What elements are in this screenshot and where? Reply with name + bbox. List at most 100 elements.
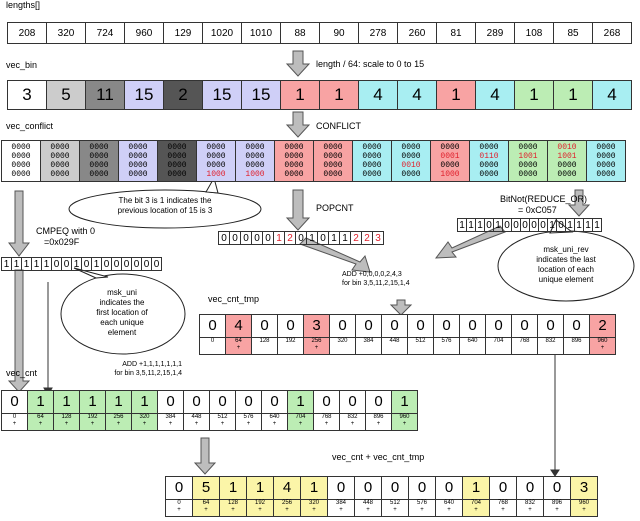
bin-cell: 3: [7, 80, 47, 110]
conflict-bits: 0000: [479, 143, 499, 152]
cnt-value: 1: [114, 393, 123, 410]
cnt-value: 0: [322, 393, 331, 410]
bin-cell: 4: [358, 80, 398, 110]
down-arrow-icon: [389, 299, 413, 316]
length-cell: 268: [592, 22, 632, 44]
conflict-bits: 0000: [323, 152, 343, 161]
conflict-bits: 0000: [50, 143, 70, 152]
down-arrow-icon: [193, 437, 217, 475]
sum-offset: 704 +: [463, 499, 489, 516]
conflict-bits: 0000: [167, 152, 187, 161]
down-arrow-icon: [285, 111, 311, 138]
bin-cell: 4: [397, 80, 437, 110]
conflict-bits: 1000: [440, 170, 460, 179]
msk-uni-text: msk_uni indicates the first location of …: [72, 288, 172, 338]
sum-value: 0: [336, 479, 346, 496]
lengths-label: lengths[]: [6, 0, 41, 10]
sum-label: vec_cnt + vec_cnt_tmp: [332, 452, 425, 462]
conflict-bits: 0000: [206, 161, 226, 170]
conflict-bits: 0000: [284, 152, 304, 161]
conflict-bits: 0000: [284, 170, 304, 179]
conflict-bits: 0000: [167, 170, 187, 179]
conflict-bits: 0000: [128, 152, 148, 161]
bin-cell: 1: [319, 80, 359, 110]
sum-offset: 768 +: [490, 499, 516, 516]
bin-cell: 4: [475, 80, 515, 110]
cnt-value: 1: [400, 393, 409, 410]
cnt-tmp-value: 0: [416, 317, 425, 334]
cnt-tmp-offset: 512: [408, 337, 433, 354]
vec-cnt-tmp-label: vec_cnt_tmp: [208, 294, 260, 304]
sum-offset: 448 +: [355, 499, 381, 516]
bubble-line: unique element: [538, 275, 594, 284]
cnt-tmp-offset: 832: [538, 337, 563, 354]
sum-value: 3: [579, 479, 589, 496]
conflict-bits: 0000: [89, 143, 109, 152]
sum-offset: 0 +: [166, 499, 192, 516]
cnt-value: 0: [270, 393, 279, 410]
length-cell: 260: [397, 22, 437, 44]
cnt-tmp-offset: 64 +: [226, 337, 251, 354]
cnt-value: 0: [166, 393, 175, 410]
sum-value: 0: [498, 479, 508, 496]
diagonal-arrow-icon: [299, 237, 371, 273]
cnt-tmp-offset: 896: [564, 337, 589, 354]
vec-bin-label: vec_bin: [6, 60, 38, 70]
caption-line: ADD +0,0,0,0,2,4,3: [342, 271, 402, 278]
sum-offset: 256 +: [274, 499, 300, 516]
cnt-offset: 896 +: [366, 413, 391, 430]
conflict-bits: 0000: [362, 161, 382, 170]
sum-value: 1: [228, 479, 238, 496]
cnt-value: 0: [218, 393, 227, 410]
arrow-head-icon: [550, 469, 560, 477]
bin-cell: 15: [241, 80, 281, 110]
conflict-bits: 0000: [401, 143, 421, 152]
cnt-value: 1: [62, 393, 71, 410]
cmpeq-bit: 0: [151, 257, 162, 271]
conflict-bits: 0000: [596, 152, 616, 161]
cnt-tmp-value: 3: [312, 317, 321, 334]
cnt-tmp-offset: 768: [512, 337, 537, 354]
conflict-bits: 0000: [518, 161, 538, 170]
conflict-bits: 0110: [479, 152, 499, 161]
cnt-tmp-value: 0: [390, 317, 399, 334]
bubble-line: first location of: [96, 308, 148, 317]
bubble-line: msk_uni: [107, 288, 137, 297]
cnt-tmp-offset: 704: [486, 337, 511, 354]
sum-offset: 192 +: [247, 499, 273, 516]
cnt-offset: 960 +: [392, 413, 417, 430]
conflict-bits: 0000: [11, 161, 31, 170]
cnt-value: 0: [10, 393, 19, 410]
sum-value: 0: [174, 479, 184, 496]
length-cell: 1020: [202, 22, 242, 44]
bitnot-op-label: BitNot(REDUCE_OR): [500, 194, 588, 204]
conflict-bits: 0000: [128, 170, 148, 179]
cnt-tmp-offset: 192: [278, 337, 303, 354]
sum-value: 0: [417, 479, 427, 496]
conflict-bits: 0000: [245, 152, 265, 161]
conflict-bits: 0000: [284, 161, 304, 170]
